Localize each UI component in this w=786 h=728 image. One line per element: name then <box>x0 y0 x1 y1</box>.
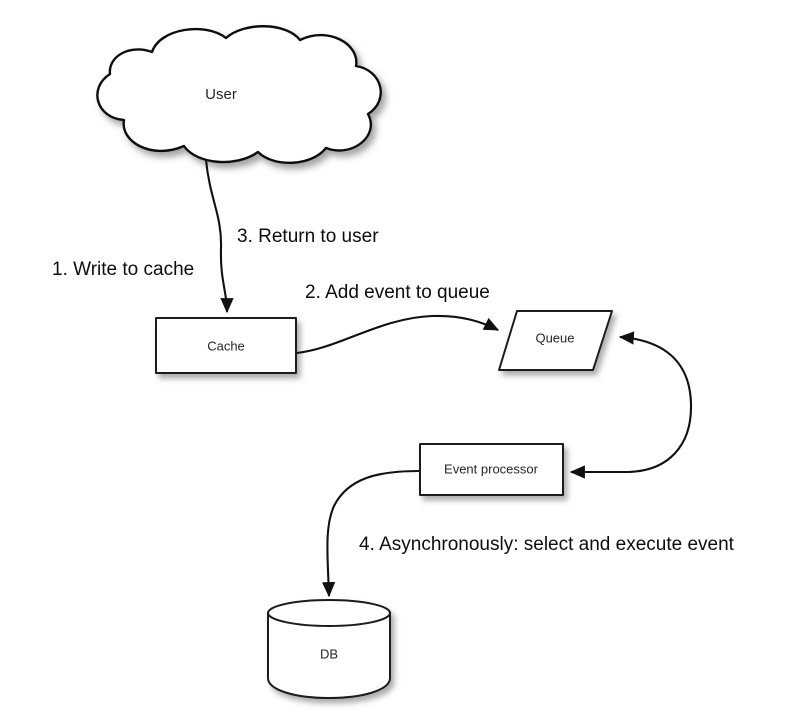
node-db[interactable]: DB <box>267 599 391 700</box>
edge-label-write-to-cache: 1. Write to cache <box>52 259 194 280</box>
node-cache-label: Cache <box>207 338 245 353</box>
edge-cache-to-queue <box>296 314 500 355</box>
node-queue[interactable]: Queue <box>498 310 613 371</box>
node-cache[interactable]: Cache <box>155 317 297 374</box>
node-event-processor-label: Event processor <box>444 461 539 476</box>
node-db-label: DB <box>320 646 338 661</box>
edge-label-return-to-user: 3. Return to user <box>237 226 379 247</box>
db-cylinder-body <box>267 612 391 700</box>
node-user[interactable]: User <box>96 25 382 164</box>
edge-label-async-select-execute: 4. Asynchronously: select and execute ev… <box>359 534 735 555</box>
cloud-shape <box>96 25 382 164</box>
cache-rect-shape <box>155 317 297 374</box>
event-processor-rect-shape <box>419 443 564 496</box>
db-cylinder-top <box>267 599 391 627</box>
edge-queue-event-processor-loop <box>569 331 693 479</box>
node-user-label: User <box>205 86 237 103</box>
edge-event-processor-to-db <box>321 469 420 598</box>
edge-label-add-event-to-queue: 2. Add event to queue <box>305 282 490 303</box>
node-event-processor[interactable]: Event processor <box>419 443 564 496</box>
edge-user-to-cache <box>204 159 234 314</box>
node-queue-label: Queue <box>535 330 574 345</box>
